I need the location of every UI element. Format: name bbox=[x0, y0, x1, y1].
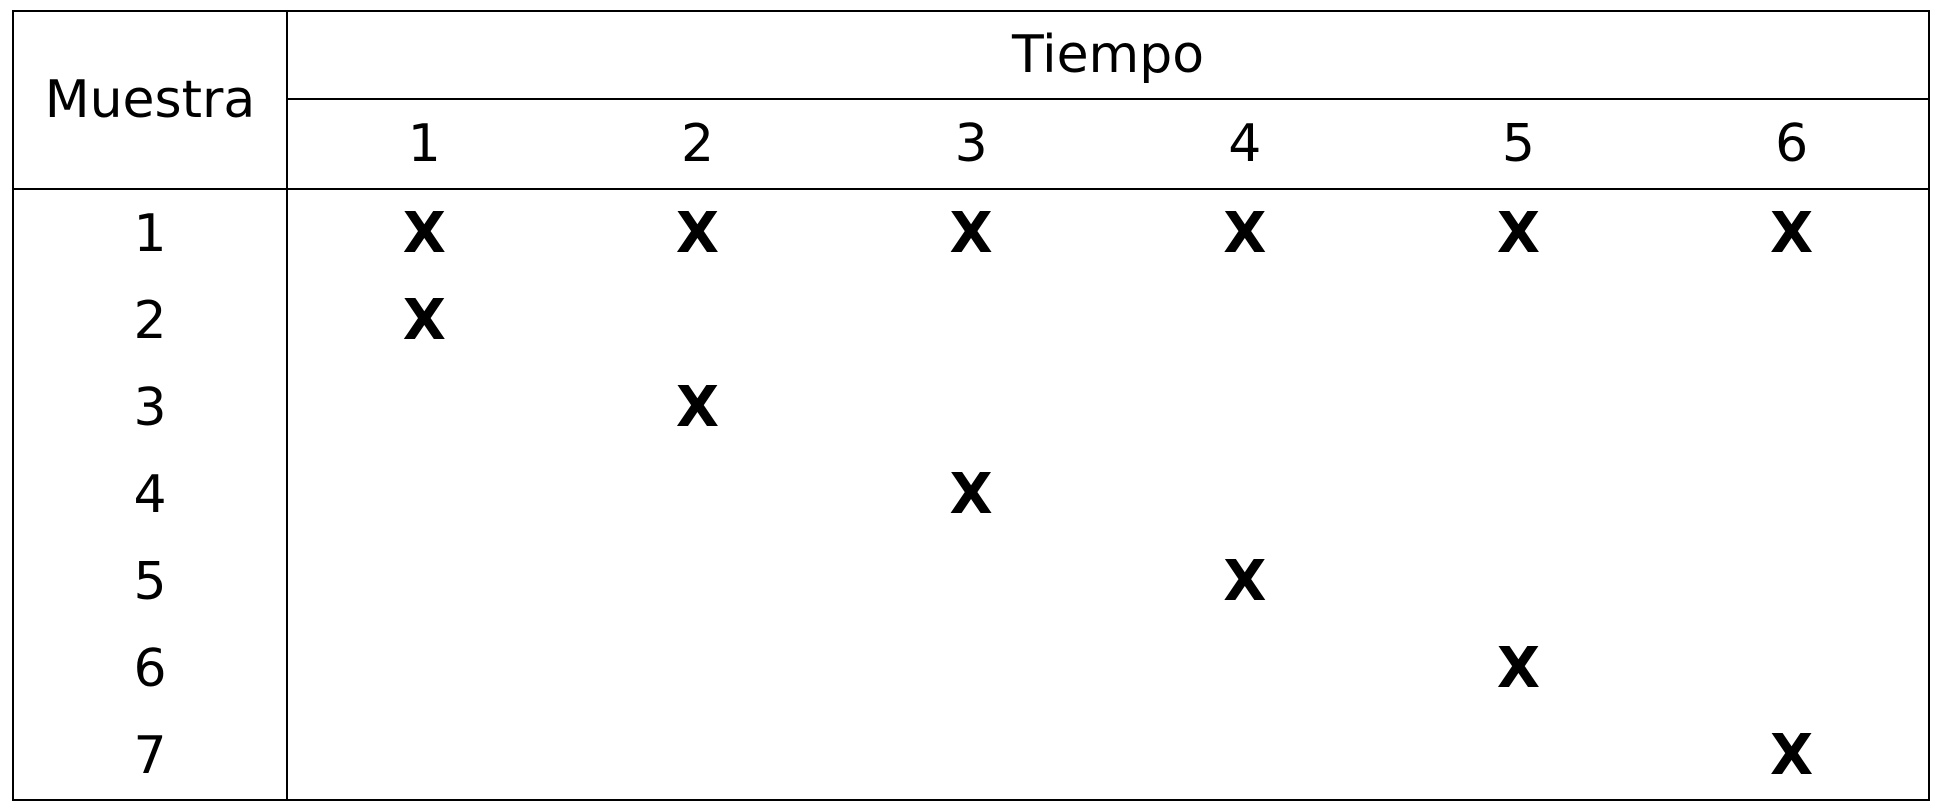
table-cell: X bbox=[1108, 189, 1382, 277]
sample-number: 4 bbox=[13, 451, 288, 538]
sampling-mark: X bbox=[1770, 200, 1814, 266]
table-cell bbox=[1655, 451, 1929, 538]
table-cell bbox=[561, 538, 835, 625]
table-cell bbox=[561, 625, 835, 712]
table-cell bbox=[1655, 277, 1929, 364]
sample-number: 5 bbox=[13, 538, 288, 625]
sampling-mark: X bbox=[1223, 548, 1267, 614]
table-cell: X bbox=[561, 364, 835, 451]
table-cell: X bbox=[287, 189, 561, 277]
sampling-mark: X bbox=[1496, 635, 1541, 701]
sample-column-header: Muestra bbox=[13, 11, 288, 190]
sampling-mark: X bbox=[949, 200, 993, 266]
table-cell bbox=[1382, 451, 1656, 538]
table-cell bbox=[1655, 364, 1929, 451]
time-point-header: 1 bbox=[287, 99, 561, 190]
sampling-mark: X bbox=[949, 461, 993, 527]
table-cell: X bbox=[1108, 538, 1382, 625]
time-point-header: 4 bbox=[1107, 99, 1382, 190]
sampling-mark: X bbox=[1770, 722, 1814, 788]
sampling-mark: X bbox=[1223, 200, 1267, 266]
table-cell bbox=[834, 364, 1108, 451]
table-cell bbox=[834, 712, 1108, 800]
sample-number: 1 bbox=[13, 189, 288, 277]
table-cell: X bbox=[834, 189, 1108, 277]
time-point-header: 6 bbox=[1655, 99, 1929, 190]
table-cell bbox=[1108, 364, 1382, 451]
sampling-mark: X bbox=[402, 200, 446, 266]
table-cell: X bbox=[561, 189, 835, 277]
table-cell bbox=[1108, 451, 1382, 538]
table-cell bbox=[1655, 625, 1929, 712]
table-cell bbox=[1108, 625, 1382, 712]
table-cell bbox=[561, 712, 835, 800]
table-cell bbox=[287, 364, 561, 451]
sample-number: 6 bbox=[13, 625, 288, 712]
time-group-header: Tiempo bbox=[287, 11, 1929, 100]
table-cell bbox=[1382, 712, 1656, 800]
table-cell bbox=[287, 538, 561, 625]
header-row-top: Muestra Tiempo bbox=[13, 11, 1929, 190]
table-cell: X bbox=[1382, 189, 1656, 277]
sample-number: 7 bbox=[13, 712, 288, 800]
table-cell bbox=[834, 538, 1108, 625]
table-cell bbox=[287, 451, 561, 538]
table-cell bbox=[1108, 712, 1382, 800]
time-point-header: 3 bbox=[834, 99, 1108, 190]
table-cell bbox=[561, 277, 835, 364]
table-cell bbox=[1655, 538, 1929, 625]
time-point-header: 5 bbox=[1381, 99, 1656, 190]
sampling-mark: X bbox=[675, 200, 720, 266]
table-cell bbox=[1382, 364, 1656, 451]
table-cell bbox=[834, 625, 1108, 712]
table-row: 1 X X X X X X bbox=[13, 189, 1929, 277]
header-row-time-points: 1 2 3 4 5 6 bbox=[13, 99, 1929, 190]
table-cell bbox=[561, 451, 835, 538]
table-cell bbox=[1382, 538, 1656, 625]
table-cell: X bbox=[1655, 712, 1929, 800]
sample-number: 2 bbox=[13, 277, 288, 364]
table-cell: X bbox=[834, 451, 1108, 538]
sample-number: 3 bbox=[13, 364, 288, 451]
table-cell bbox=[287, 625, 561, 712]
table-cell bbox=[287, 712, 561, 800]
table-cell: X bbox=[287, 277, 561, 364]
table-cell: X bbox=[1655, 189, 1929, 277]
sampling-mark: X bbox=[402, 287, 446, 353]
table-cell bbox=[1108, 277, 1382, 364]
sampling-mark: X bbox=[675, 374, 720, 440]
table-cell bbox=[1382, 277, 1656, 364]
sampling-mark: X bbox=[1496, 200, 1541, 266]
table-cell bbox=[834, 277, 1108, 364]
time-point-header: 2 bbox=[560, 99, 835, 190]
table-cell: X bbox=[1382, 625, 1656, 712]
